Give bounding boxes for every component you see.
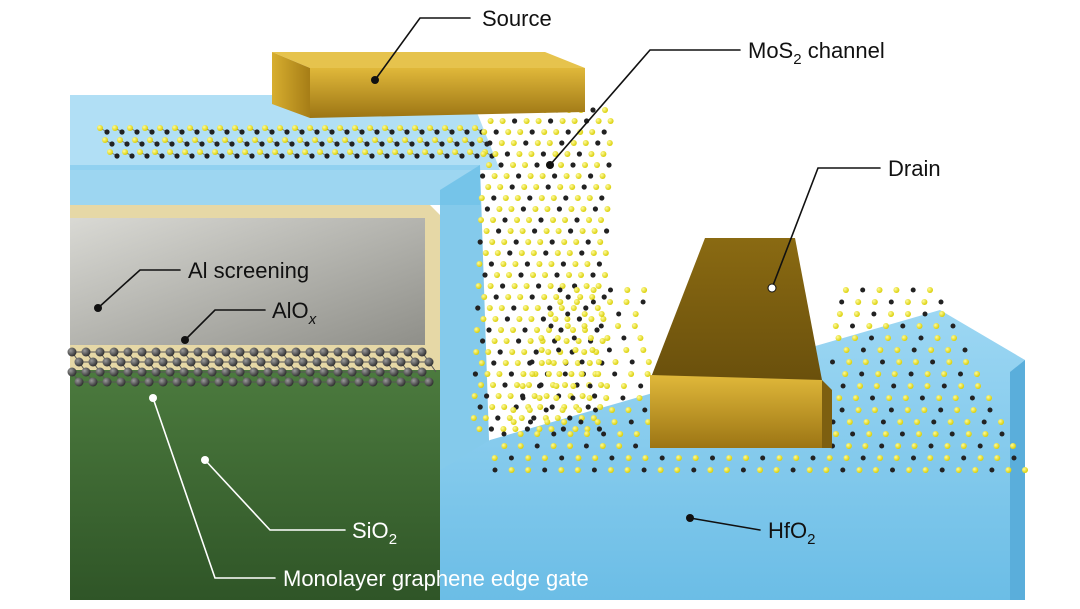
label-alox: AlOx xyxy=(272,298,317,328)
sio2-base xyxy=(70,360,440,600)
source-electrode xyxy=(272,52,585,118)
label-sio2: SiO2 xyxy=(352,518,397,548)
mos2-lattice-top xyxy=(97,125,495,159)
graphene-sheet xyxy=(67,347,437,387)
label-graphene-edge-gate: Monolayer graphene edge gate xyxy=(283,566,589,591)
mos2-lattice-floor xyxy=(491,287,1028,473)
label-mos2-channel: MoS2 channel xyxy=(748,38,885,68)
drain-electrode xyxy=(650,238,832,448)
label-al-screening: Al screening xyxy=(188,258,309,283)
leader-lines xyxy=(94,17,881,579)
label-drain: Drain xyxy=(888,156,941,181)
labels: Source MoS2 channel Drain Al screening A… xyxy=(188,6,941,591)
al-screening-block xyxy=(70,218,425,345)
label-hfo2: HfO2 xyxy=(768,518,815,548)
label-source: Source xyxy=(482,6,552,31)
